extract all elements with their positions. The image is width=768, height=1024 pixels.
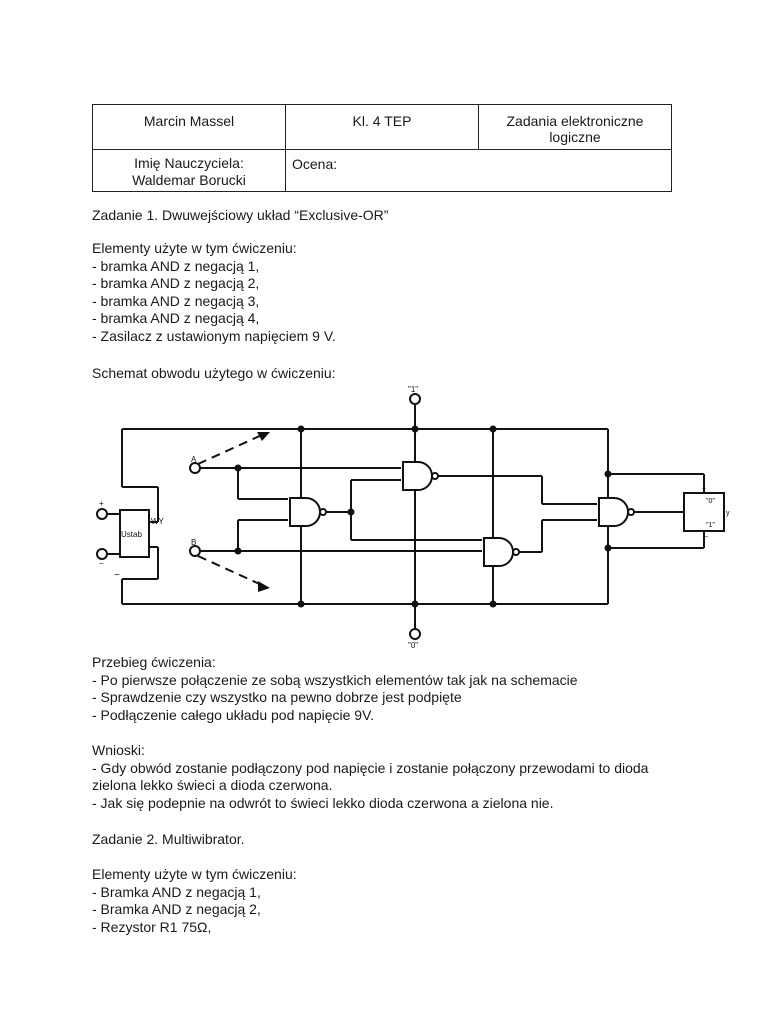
list-item: - Jak się podepnie na odwrót to świeci l… (92, 794, 554, 811)
arrow-head-icon (257, 432, 270, 441)
output-minus-label: − (704, 534, 708, 541)
nand-gate-3 (483, 537, 514, 567)
student-name: Marcin Massel (143, 113, 235, 129)
task1-title: Zadanie 1. Dwuwejściowy układ “Exclusive… (92, 207, 389, 223)
conclusions-heading: Wnioski: (92, 742, 145, 758)
task1-elements-heading: Elementy użyte w tym ćwiczeniu: (92, 240, 297, 256)
grade-cell: Ocena: (285, 149, 672, 192)
class-cell: Kl. 4 TEP (285, 104, 479, 150)
plus-terminal-icon[interactable] (96, 508, 108, 520)
output-zero-label: "0" (706, 498, 715, 505)
header-table: Marcin Massel Kl. 4 TEP Zadania elektron… (92, 104, 672, 192)
subject-line-1: Zadania elektroniczne (506, 113, 644, 129)
output-one-label: "1" (706, 522, 715, 529)
list-item: - bramka AND z negacją 1, (92, 257, 260, 274)
task2-elements-heading: Elementy użyte w tym ćwiczeniu: (92, 866, 297, 882)
procedure-heading: Przebieg ćwiczenia: (92, 654, 216, 670)
schematic-heading: Schemat obwodu użytego w ćwiczeniu: (92, 365, 336, 381)
input-b-label: B (191, 538, 196, 547)
list-item: - bramka AND z negacją 3, (92, 292, 260, 309)
student-name-cell: Marcin Massel (92, 104, 286, 150)
nand-gate-1 (289, 497, 321, 527)
nand-gate-2 (402, 461, 433, 491)
task2-title: Zadanie 2. Multiwibrator. (92, 831, 245, 847)
plus-label: + (99, 499, 104, 508)
arrow-head-icon (258, 581, 270, 592)
teacher-cell: Imię Nauczyciela: Waldemar Borucki (92, 149, 286, 192)
list-item: - bramka AND z negacją 2, (92, 275, 260, 292)
stabilizer-box (119, 509, 150, 558)
list-item: - Sprawdzenie czy wszystko na pewno dobr… (92, 689, 462, 706)
list-item: - Zasilacz z ustawionym napięciem 9 V. (92, 327, 336, 344)
bottom-terminal-label: "0" (408, 641, 418, 650)
list-item: - Po pierwsze połączenie ze sobą wszystk… (92, 671, 578, 688)
teacher-name: Waldemar Borucki (132, 172, 246, 188)
teacher-label: Imię Nauczyciela: (134, 155, 244, 171)
list-item: - Gdy obwód zostanie podłączony pod napi… (92, 759, 649, 776)
stabilizer-label: Ustab (121, 530, 142, 539)
list-item: zielona lekko świeci a dioda czerwona. (92, 777, 333, 794)
xor-circuit-schematic: "1" "0" Ustab WY + − − A B (96, 385, 730, 650)
terminal-zero-icon[interactable] (409, 628, 421, 640)
list-item: - bramka AND z negacją 4, (92, 310, 260, 327)
list-item: - Podłączenie całego układu pod napięcie… (92, 706, 375, 723)
output-indicator-box (683, 492, 725, 532)
input-b-icon[interactable] (189, 545, 201, 557)
grade-label: Ocena: (292, 156, 338, 172)
list-item: - Bramka AND z negacją 2, (92, 901, 261, 918)
minus-label: − (99, 559, 104, 568)
task2-elements-section: Elementy użyte w tym ćwiczeniu: - Bramka… (92, 866, 297, 936)
conclusions-section: Wnioski: - Gdy obwód zostanie podłączony… (92, 742, 648, 812)
output-y-label: y (726, 510, 730, 517)
nand-gate-4 (598, 497, 629, 527)
terminal-one-icon[interactable] (409, 393, 421, 405)
top-terminal-label: "1" (408, 385, 418, 394)
input-a-label: A (191, 455, 197, 464)
task1-elements-section: Elementy użyte w tym ćwiczeniu: - bramka… (92, 240, 336, 346)
list-item: - Bramka AND z negacją 1, (92, 883, 261, 900)
minus-rail-label: − (114, 570, 120, 581)
subject-line-2: logiczne (549, 129, 601, 145)
class-label: Kl. 4 TEP (352, 113, 412, 129)
minus-terminal-icon[interactable] (96, 548, 108, 560)
procedure-section: Przebieg ćwiczenia: - Po pierwsze połącz… (92, 654, 578, 724)
subject-cell: Zadania elektroniczne logiczne (478, 104, 672, 150)
list-item: - Rezystor R1 75Ω, (92, 918, 212, 935)
